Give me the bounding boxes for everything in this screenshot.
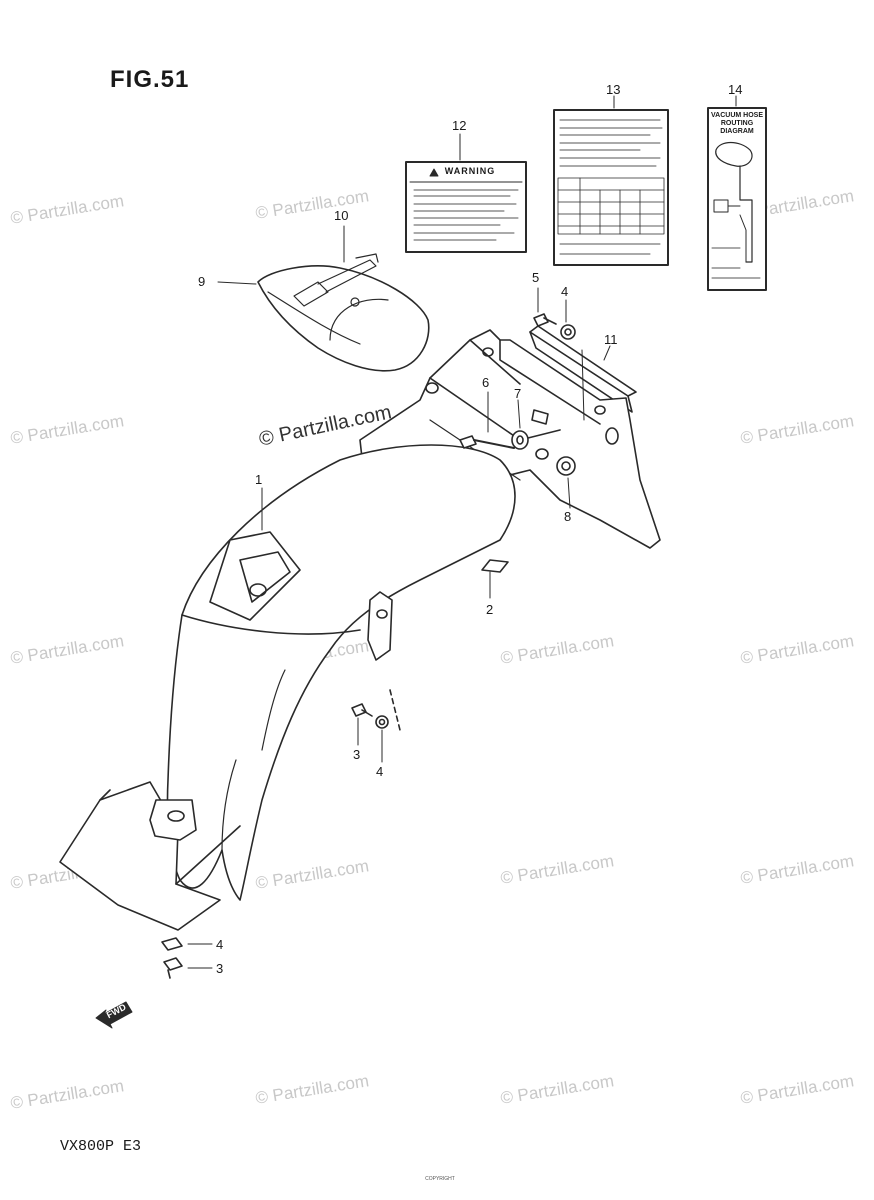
- vacuum-label-title: VACUUM HOSE ROUTING DIAGRAM: [711, 112, 763, 135]
- callout-5: 5: [532, 270, 540, 285]
- callout-6: 6: [482, 375, 490, 390]
- callout-1: 1: [255, 472, 263, 487]
- callout-10: 10: [334, 208, 349, 223]
- seal-strip-part: [529, 325, 637, 413]
- callout-3: 3: [216, 961, 224, 976]
- leader-lines: [187, 95, 737, 969]
- bolt-3-middle-part: [351, 703, 373, 717]
- info-label-text-lines: [559, 119, 663, 167]
- callout-11: 11: [604, 332, 618, 347]
- nut-4-middle-part: [375, 715, 389, 729]
- nut-4-upper-part: [560, 324, 576, 340]
- callout-7: 7: [514, 386, 522, 401]
- warning-label-part: [405, 161, 527, 253]
- footer-copyright: COPYRIGHT: [425, 1176, 455, 1182]
- vacuum-hose-label-part: [707, 107, 767, 291]
- bolt-3-lower-part: [163, 957, 183, 979]
- tool-bag-part: [257, 265, 430, 372]
- collar-7-part: [511, 409, 549, 450]
- callout-2: 2: [486, 602, 494, 617]
- nut-8-part: [535, 448, 576, 476]
- reflector-part: [481, 559, 509, 573]
- callout-4: 4: [376, 764, 384, 779]
- warning-label-title: WARNING: [444, 166, 496, 176]
- information-label-part: [553, 109, 669, 266]
- strap-part: [317, 253, 379, 293]
- callout-8: 8: [564, 509, 572, 524]
- callout-14: 14: [728, 82, 743, 97]
- callout-4: 4: [561, 284, 569, 299]
- nut-4-lower-part: [161, 937, 183, 951]
- assembly-guide-line: [389, 689, 401, 731]
- info-label-table: [557, 177, 665, 235]
- mudguard-flap-part: [59, 781, 241, 931]
- callout-13: 13: [606, 82, 621, 97]
- rear-fender-part: [166, 444, 516, 901]
- callout-4: 4: [216, 937, 224, 952]
- callout-9: 9: [198, 274, 206, 289]
- bolt-6-part: [459, 435, 515, 449]
- model-code: VX800P E3: [60, 1138, 142, 1155]
- callout-12: 12: [452, 118, 467, 133]
- forward-arrow-icon: [95, 1001, 133, 1029]
- bolt-5-part: [533, 313, 557, 327]
- callout-3: 3: [353, 747, 361, 762]
- warning-label-text-lines: [413, 189, 519, 241]
- figure-title: FIG.51: [110, 66, 190, 93]
